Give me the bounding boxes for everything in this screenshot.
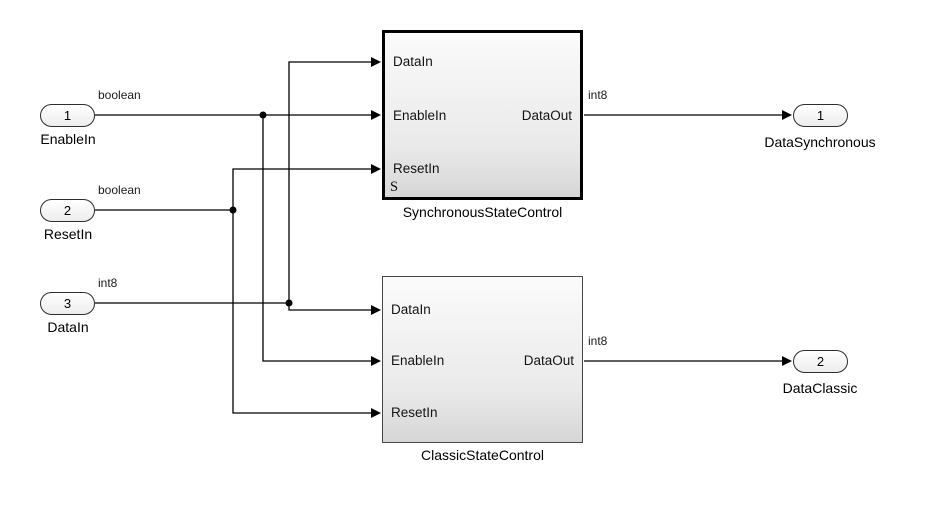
- outport-label-dataclassic: DataClassic: [782, 380, 858, 396]
- outport-datasynchronous[interactable]: 1: [793, 104, 848, 127]
- wire-resetin-trunk[interactable]: [95, 206, 237, 214]
- wire-resetin-to-classic[interactable]: [232, 210, 381, 418]
- subsystem-synchronousstatecontrol[interactable]: DataIn EnableIn ResetIn DataOut S: [382, 30, 583, 200]
- inport-enablein[interactable]: 1: [40, 104, 95, 127]
- outport-label-datasynchronous: DataSynchronous: [764, 134, 876, 150]
- inport-label-enablein: EnableIn: [40, 131, 96, 147]
- inport-datain[interactable]: 3: [40, 292, 95, 315]
- block-input-label-resetin: ResetIn: [391, 405, 438, 420]
- block-input-label-datain: DataIn: [391, 302, 431, 317]
- block-output-label-dataout: DataOut: [521, 108, 572, 123]
- block-output-label-dataout: DataOut: [523, 353, 574, 368]
- signal-label-datain: int8: [98, 276, 118, 290]
- inport-resetin[interactable]: 2: [40, 199, 95, 222]
- signal-label-enablein: boolean: [98, 88, 141, 102]
- synchronous-badge: S: [390, 179, 399, 195]
- wire-datain-to-classic[interactable]: [288, 303, 381, 315]
- inport-label-resetin: ResetIn: [43, 226, 93, 242]
- block-name-synchronousstatecontrol: SynchronousStateControl: [402, 204, 563, 220]
- inport-number: 3: [63, 296, 72, 311]
- wire-sync-dataout[interactable]: [584, 110, 792, 120]
- outport-number: 2: [816, 354, 825, 369]
- wire-resetin-to-sync[interactable]: [232, 164, 381, 210]
- subsystem-classicstatecontrol[interactable]: DataIn EnableIn ResetIn DataOut: [382, 276, 583, 443]
- block-name-classicstatecontrol: ClassicStateControl: [421, 447, 544, 463]
- block-input-label-resetin: ResetIn: [393, 161, 440, 176]
- wire-enablein-to-sync[interactable]: [95, 110, 381, 120]
- wire-enablein-to-classic[interactable]: [259, 111, 382, 367]
- signal-label-sync-out: int8: [588, 88, 608, 102]
- wire-datain-to-sync[interactable]: [288, 57, 381, 303]
- signal-label-classic-out: int8: [588, 334, 608, 348]
- block-input-label-datain: DataIn: [393, 54, 433, 69]
- outport-dataclassic[interactable]: 2: [793, 350, 848, 373]
- branch-dot: [259, 111, 267, 119]
- wire-classic-dataout[interactable]: [584, 356, 792, 366]
- signal-label-resetin: boolean: [98, 183, 141, 197]
- inport-number: 1: [63, 108, 72, 123]
- inport-number: 2: [63, 203, 72, 218]
- block-input-label-enablein: EnableIn: [391, 353, 445, 368]
- outport-number: 1: [816, 108, 825, 123]
- block-input-label-enablein: EnableIn: [393, 108, 447, 123]
- inport-label-datain: DataIn: [47, 319, 89, 335]
